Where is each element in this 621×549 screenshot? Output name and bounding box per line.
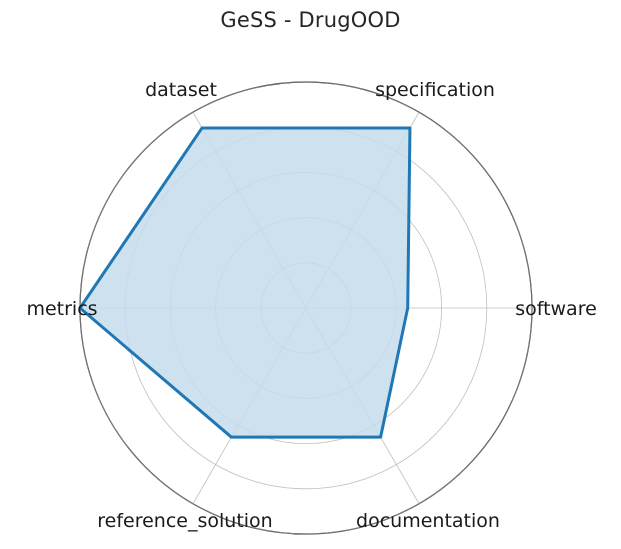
axis-label-reference-solution: reference_solution — [97, 510, 272, 532]
radar-series-fill — [80, 127, 410, 438]
axis-label-documentation: documentation — [356, 510, 500, 532]
axis-label-specification: specification — [375, 79, 495, 101]
axis-label-software: software — [515, 298, 597, 320]
axis-label-dataset: dataset — [145, 79, 217, 101]
chart-title: GeSS - DrugOOD — [220, 8, 401, 32]
radar-series-outline — [78, 126, 412, 439]
axis-label-metrics: metrics — [26, 298, 97, 320]
